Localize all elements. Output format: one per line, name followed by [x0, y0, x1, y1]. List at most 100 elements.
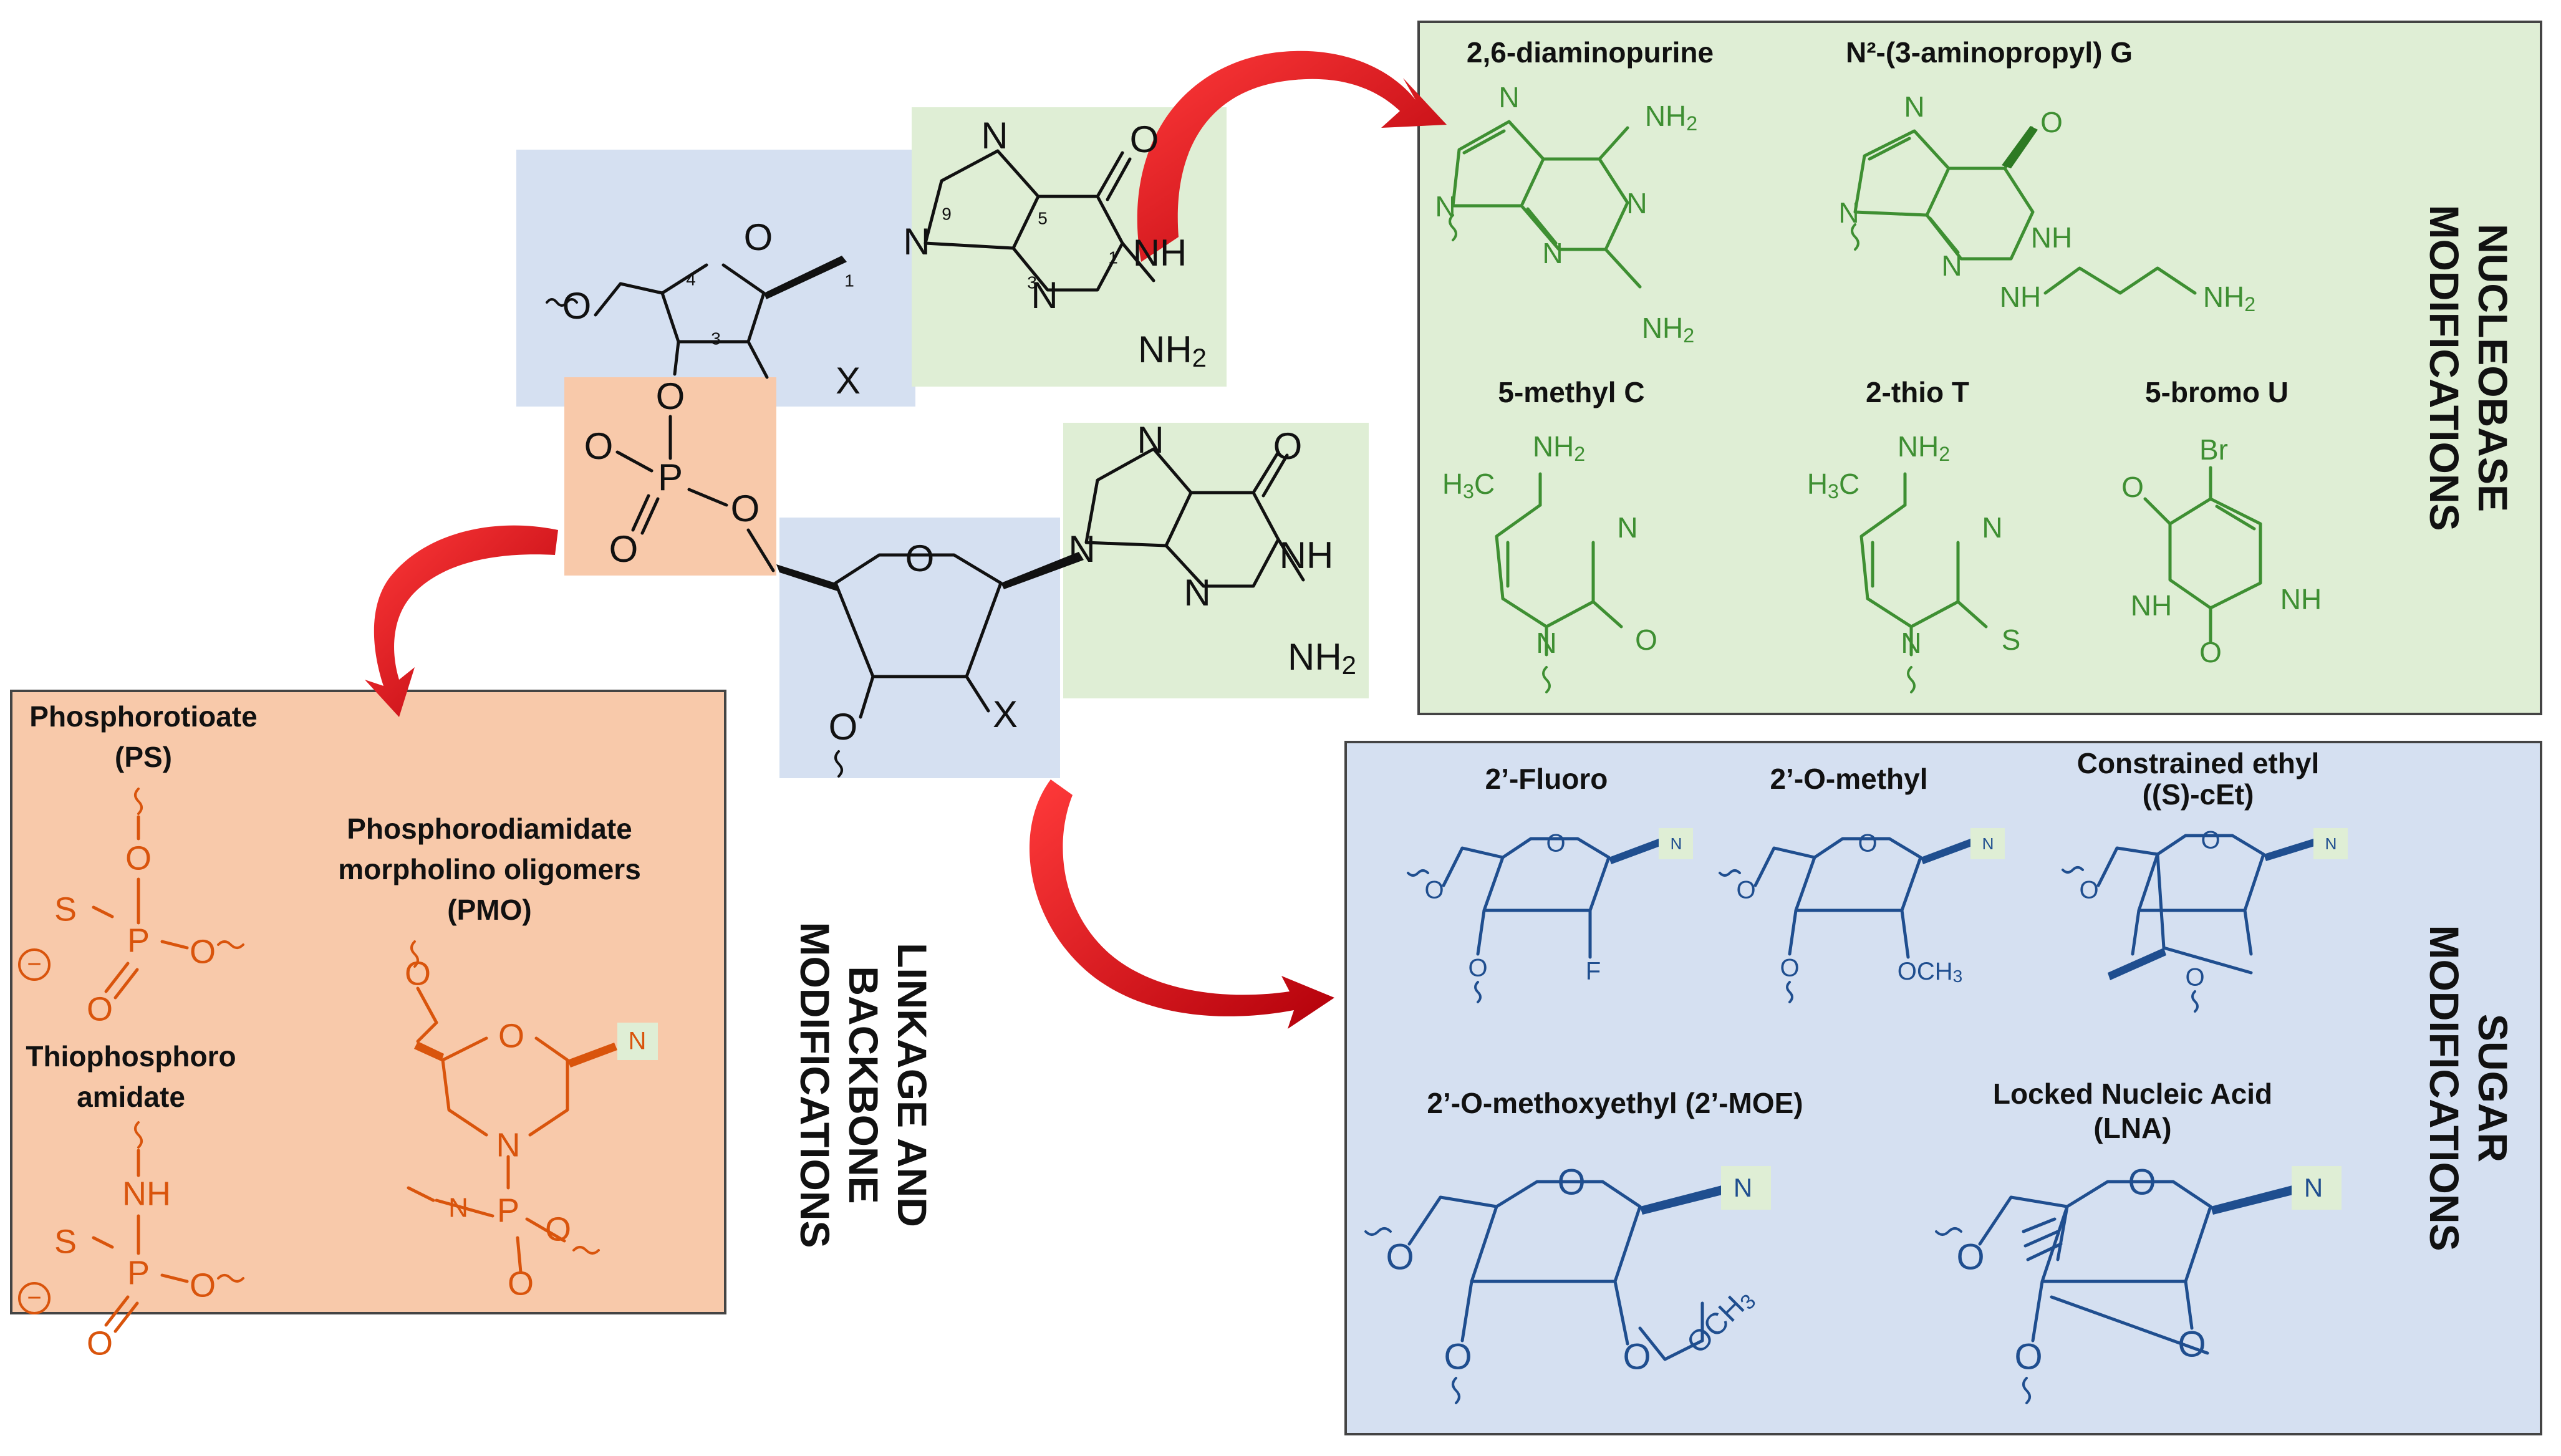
svg-text:1: 1 — [844, 271, 854, 290]
svg-text:MODIFICATIONS: MODIFICATIONS — [2421, 205, 2467, 531]
svg-text:O: O — [1956, 1237, 1984, 1277]
svg-text:NH2: NH2 — [1288, 636, 1356, 680]
svg-text:LINKAGE AND: LINKAGE AND — [889, 943, 935, 1227]
svg-text:O: O — [609, 528, 639, 570]
svg-text:S: S — [2002, 624, 2021, 656]
svg-text:4: 4 — [686, 269, 696, 289]
svg-text:H3C: H3C — [1807, 468, 1859, 502]
svg-text:5: 5 — [1038, 208, 1048, 228]
base-highlight-bottom — [1063, 423, 1369, 698]
svg-text:O: O — [1780, 955, 1799, 982]
svg-text:O: O — [1635, 624, 1657, 656]
arrow-to-sugar — [1029, 779, 1334, 1029]
svg-text:N: N — [1838, 196, 1859, 229]
svg-text:N: N — [1901, 627, 1921, 659]
svg-text:O: O — [2014, 1336, 2042, 1377]
structure-fluoro: O O O F N — [1407, 828, 1693, 1003]
label-lna-2: (LNA) — [2093, 1112, 2171, 1144]
svg-text:O: O — [2121, 471, 2144, 503]
arrow-to-nucleobase — [1137, 51, 1447, 262]
sugar-title: SUGAR MODIFICATIONS — [2421, 925, 2516, 1251]
svg-text:1: 1 — [1108, 248, 1118, 267]
svg-text:N: N — [1904, 90, 1924, 123]
svg-text:O: O — [190, 1266, 216, 1304]
svg-text:NH: NH — [2000, 281, 2041, 313]
svg-text:MODIFICATIONS: MODIFICATIONS — [2421, 925, 2467, 1251]
structure-ps: O P S O O − — [18, 788, 244, 1028]
svg-text:O: O — [1386, 1237, 1414, 1277]
structure-thiophosphoroamidate: NH P S O O − — [18, 1121, 244, 1362]
svg-text:O: O — [2079, 877, 2098, 904]
label-diaminopurine: 2,6-diaminopurine — [1467, 36, 1714, 69]
svg-text:O: O — [1623, 1336, 1651, 1377]
svg-text:O: O — [190, 933, 216, 970]
svg-text:O: O — [656, 375, 685, 417]
svg-text:O: O — [87, 990, 113, 1028]
phosphate-highlight — [564, 377, 776, 576]
svg-text:3: 3 — [711, 329, 721, 348]
svg-text:H3C: H3C — [1442, 468, 1495, 502]
svg-text:N: N — [1617, 511, 1637, 544]
svg-text:O: O — [508, 1265, 534, 1302]
svg-text:O: O — [731, 488, 760, 529]
svg-text:N: N — [1184, 572, 1210, 614]
label-pmo-3: (PMO) — [447, 894, 531, 926]
nucleobase-panel — [1417, 21, 2542, 715]
svg-text:P: P — [127, 922, 150, 959]
svg-text:S: S — [54, 1223, 77, 1260]
svg-text:N: N — [1536, 627, 1556, 659]
svg-text:O: O — [2040, 106, 2063, 138]
svg-text:O: O — [125, 839, 152, 877]
svg-text:N: N — [629, 1028, 647, 1055]
svg-text:9: 9 — [942, 204, 952, 223]
structure-pmo: O O N P N O O N — [405, 940, 658, 1302]
svg-text:O: O — [2178, 1324, 2206, 1364]
svg-text:N: N — [1137, 419, 1164, 461]
label-aminopropyl-g: N²-(3-aminopropyl) G — [1846, 36, 2133, 69]
svg-text:O: O — [1557, 1162, 1585, 1202]
label-moe: 2’-O-methoxyethyl (2’-MOE) — [1427, 1087, 1803, 1119]
svg-text:S: S — [54, 890, 77, 928]
svg-text:−: − — [27, 1285, 41, 1312]
svg-text:3: 3 — [1027, 272, 1037, 292]
svg-text:O: O — [498, 1017, 524, 1054]
sugar-highlight-top — [516, 150, 915, 407]
label-lna-1: Locked Nucleic Acid — [1993, 1078, 2272, 1110]
svg-text:N: N — [1435, 190, 1455, 223]
label-fluoro: 2’-Fluoro — [1485, 763, 1608, 795]
svg-text:O: O — [2201, 827, 2220, 854]
svg-text:P: P — [127, 1254, 150, 1291]
svg-text:N: N — [1542, 237, 1563, 269]
svg-text:NH2: NH2 — [2203, 281, 2255, 315]
label-thio-t: 2-thio T — [1866, 376, 1969, 408]
svg-text:N: N — [1941, 249, 1962, 282]
label-cet-2: ((S)-cEt) — [2143, 778, 2254, 811]
structure-o-methyl: O O O OCH3 N — [1719, 828, 2005, 1003]
svg-text:NH2: NH2 — [1533, 430, 1585, 465]
structure-bromo-u: Br O NH NH O — [2121, 433, 2322, 668]
label-methyl-c: 5-methyl C — [1498, 376, 1644, 408]
svg-text:NH: NH — [1280, 534, 1334, 576]
svg-text:X: X — [993, 693, 1018, 735]
structure-diaminopurine: N N N N NH2 NH2 — [1435, 81, 1697, 346]
svg-text:NH2: NH2 — [1645, 100, 1697, 134]
svg-text:N: N — [448, 1193, 468, 1223]
svg-text:NH2: NH2 — [1138, 329, 1207, 372]
central-dinucleotide: O O X 1 4 3 N N N O NH NH2 9 5 1 3 O P O… — [546, 115, 1356, 778]
svg-text:O: O — [2199, 636, 2222, 668]
structure-thio-t: NH2 H3C N N S — [1807, 430, 2021, 693]
svg-text:N: N — [903, 221, 930, 263]
svg-text:P: P — [658, 456, 683, 498]
svg-text:O: O — [744, 216, 773, 258]
label-pmo-1: Phosphorodiamidate — [347, 812, 632, 845]
linkage-title: LINKAGE AND BACKBONE MODIFICATIONS — [792, 922, 935, 1248]
label-o-methyl: 2’-O-methyl — [1770, 763, 1927, 795]
svg-text:O: O — [829, 706, 858, 748]
sugar-highlight-bottom — [779, 518, 1060, 778]
svg-text:O: O — [1424, 877, 1444, 904]
svg-text:F: F — [1586, 958, 1601, 985]
svg-text:NH: NH — [122, 1175, 171, 1212]
svg-text:O: O — [545, 1210, 571, 1248]
svg-text:O: O — [562, 285, 592, 327]
